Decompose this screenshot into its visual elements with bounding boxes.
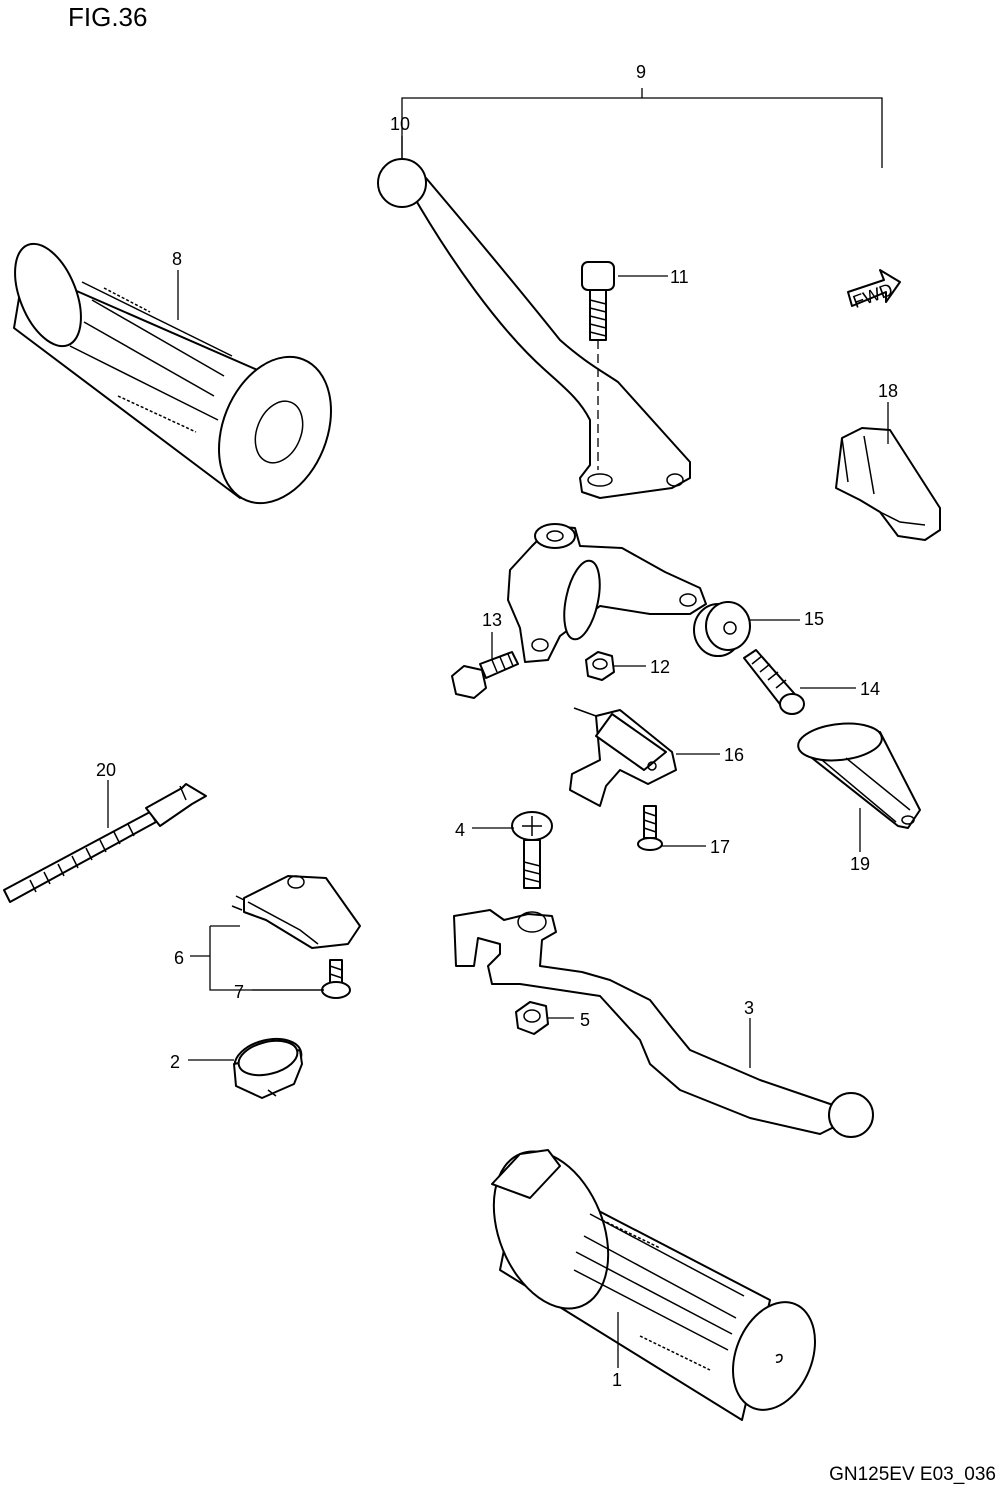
part-14-adjuster-bolt[interactable] — [743, 649, 805, 715]
part-17-screw[interactable] — [637, 805, 663, 851]
callout-2: 2 — [170, 1052, 180, 1072]
callout-1: 1 — [612, 1370, 622, 1390]
part-3-brake-lever[interactable] — [453, 909, 874, 1138]
part-4-pivot-bolt[interactable] — [511, 811, 553, 889]
callout-14: 14 — [860, 679, 880, 699]
part-5-nut[interactable] — [515, 1001, 549, 1035]
callout-10: 10 — [390, 114, 410, 134]
callout-20: 20 — [96, 760, 116, 780]
callout-12: 12 — [650, 657, 670, 677]
part-20-cable-tie[interactable] — [3, 783, 207, 903]
bracket-9 — [401, 88, 883, 168]
part-18-cover[interactable] — [835, 427, 941, 541]
figure-code: GN125EV E03_036 — [829, 1464, 996, 1485]
callout-3: 3 — [744, 998, 754, 1018]
figure-title: FIG.36 — [68, 2, 148, 32]
callout-18: 18 — [878, 381, 898, 401]
part-12-nut[interactable] — [585, 651, 615, 681]
part-15-adjuster-nut[interactable] — [693, 601, 751, 657]
callout-6: 6 — [174, 948, 184, 968]
callout-7: 7 — [234, 982, 244, 1002]
leader-lines — [107, 136, 889, 1368]
part-holder[interactable] — [507, 523, 707, 663]
callout-15: 15 — [804, 609, 824, 629]
part-1-right-grip[interactable] — [472, 1134, 830, 1422]
callout-9: 9 — [636, 62, 646, 82]
part-7-screw[interactable] — [321, 959, 351, 999]
callout-13: 13 — [482, 610, 502, 630]
fwd-label: FWD — [850, 279, 895, 312]
callout-4: 4 — [455, 820, 465, 840]
part-6-brake-switch[interactable] — [231, 875, 361, 949]
part-11-pivot-bolt[interactable] — [581, 261, 615, 341]
callout-19: 19 — [850, 854, 870, 874]
part-16-switch[interactable] — [569, 707, 677, 807]
callout-11: 11 — [670, 267, 689, 287]
fwd-arrow-icon: FWD — [847, 269, 901, 312]
part-8-left-grip[interactable] — [2, 234, 352, 520]
callout-labels: 1 2 3 4 5 6 7 8 9 10 11 12 13 14 15 16 1… — [96, 62, 898, 1390]
callout-8: 8 — [172, 249, 182, 269]
callout-5: 5 — [580, 1010, 590, 1030]
callout-17: 17 — [710, 837, 730, 857]
part-19-boot[interactable] — [796, 720, 921, 829]
part-2-collar[interactable] — [230, 1032, 306, 1099]
part-13-bolt[interactable] — [451, 651, 519, 699]
callout-16: 16 — [724, 745, 744, 765]
part-10-clutch-lever[interactable] — [377, 158, 691, 499]
